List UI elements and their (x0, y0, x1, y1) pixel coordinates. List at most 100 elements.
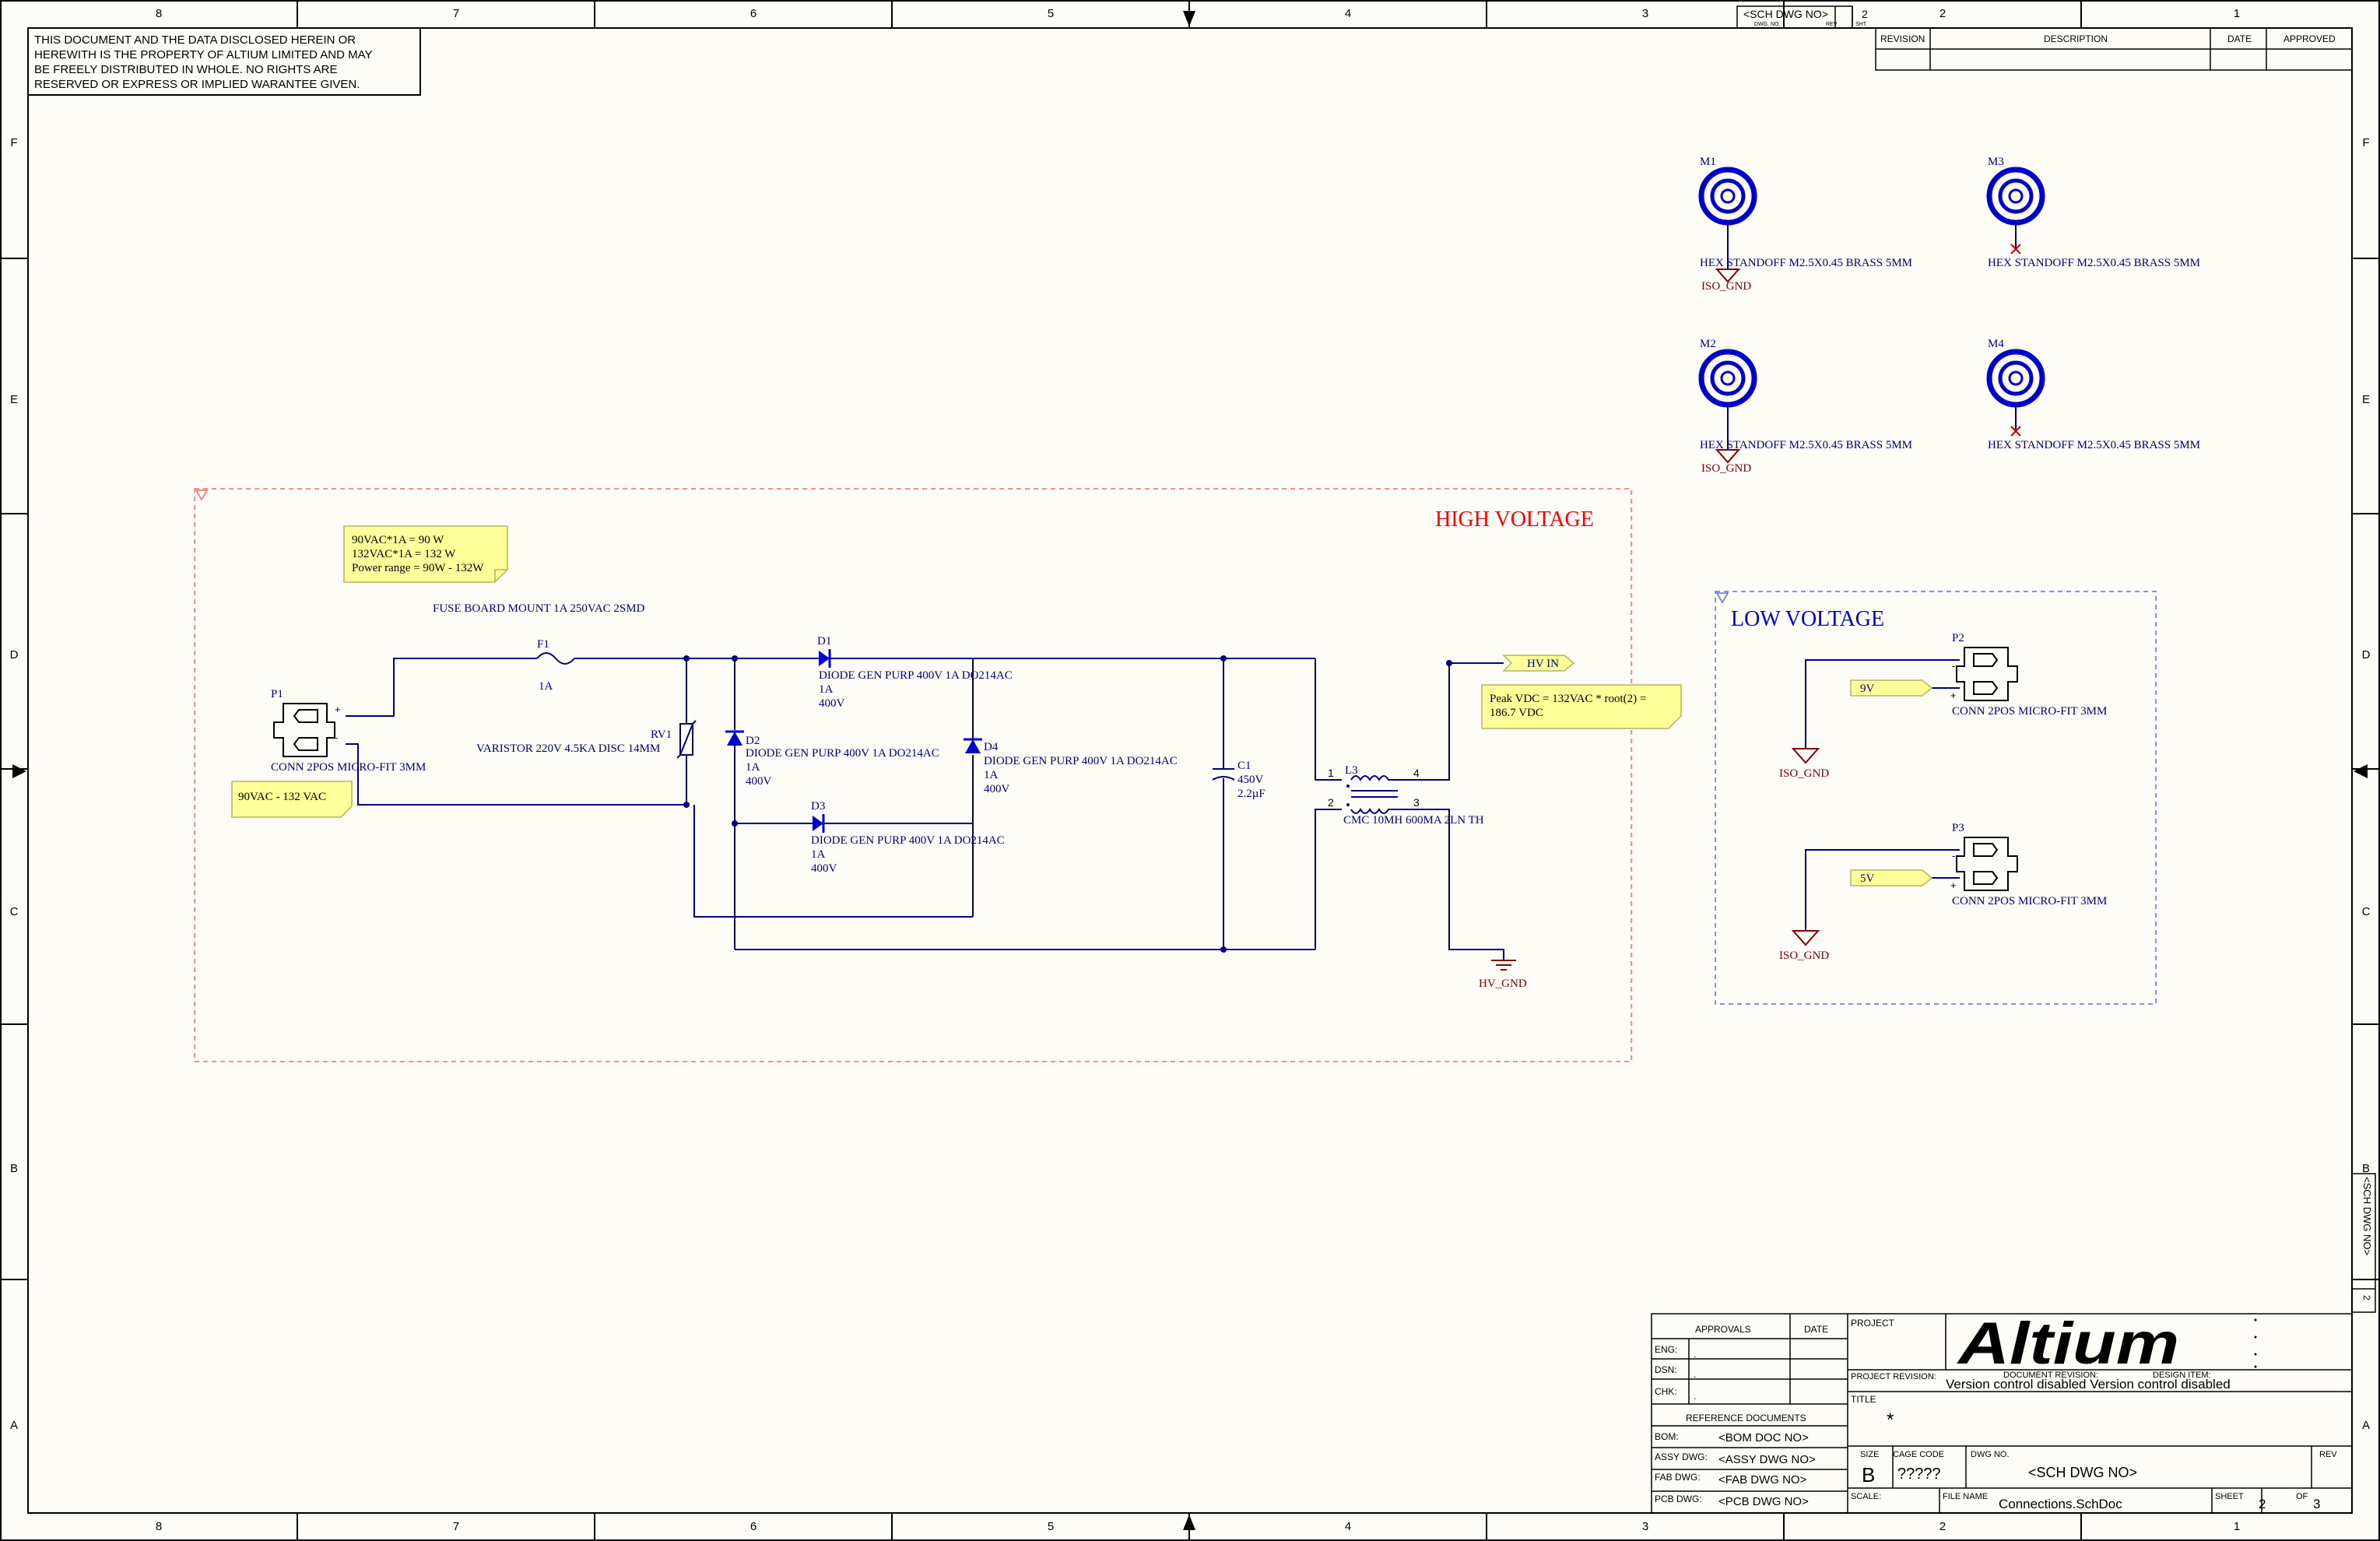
col-label: 7 (453, 1520, 459, 1533)
lv-wires (1805, 659, 1960, 931)
part-ref: D4 (984, 741, 999, 753)
row-label: F (10, 136, 17, 149)
top-rev-label: REV (1826, 22, 1838, 27)
port-5v[interactable]: 5V (1850, 869, 1933, 886)
standoff-m1[interactable]: M1 HEX STANDOFF M2.5X0.45 BRASS 5MM ISO_… (1698, 156, 1912, 293)
ref-docs-label: REFERENCE DOCUMENTS (1686, 1413, 1806, 1423)
part-desc: CONN 2POS MICRO-FIT 3MM (1952, 895, 2107, 907)
side-dwg-block (2351, 1173, 2376, 1313)
standoff-m2[interactable]: M2 HEX STANDOFF M2.5X0.45 BRASS 5MM ISO_… (1698, 338, 1912, 475)
row-label: A (10, 1419, 18, 1432)
pin-sign: - (1952, 660, 1955, 672)
part-ref: D2 (746, 735, 760, 747)
assy-label: ASSY DWG: (1655, 1451, 1708, 1462)
part-rating: 1A (819, 683, 834, 696)
diode-d1[interactable]: D1 DIODE GEN PURP 400V 1A DO214AC 1A 400… (817, 635, 1013, 710)
dwg-no-label: DWG NO. (1971, 1450, 2010, 1459)
part-ref: C1 (1237, 760, 1251, 772)
low-voltage-region: LOW VOLTAGE (1715, 591, 2157, 1005)
col-label: 5 (1048, 7, 1054, 20)
part-desc: DIODE GEN PURP 400V 1A DO214AC (819, 669, 1013, 682)
col-label: 2 (1939, 1520, 1946, 1533)
part-value: 2.2µF (1237, 788, 1265, 800)
approvals-date-label: DATE (1804, 1324, 1828, 1335)
diode-d3[interactable]: D3 DIODE GEN PURP 400V 1A DO214AC 1A 400… (811, 800, 1005, 875)
col-label: 5 (1048, 1520, 1054, 1533)
part-rating: 400V (811, 862, 837, 875)
col-label: 6 (750, 7, 756, 20)
diode-d4[interactable]: D4 DIODE GEN PURP 400V 1A DO214AC 1A 400… (964, 738, 1178, 795)
scale-label: SCALE: (1851, 1492, 1881, 1501)
part-rating: 1A (811, 848, 826, 861)
connector-p1[interactable]: P1 + - CONN 2POS MICRO-FIT 3MM (271, 688, 426, 774)
part-desc: VARISTOR 220V 4.5KA DISC 14MM (476, 742, 660, 755)
center-arrows (12, 11, 2368, 1530)
high-voltage-region: HIGH VOLTAGE (194, 488, 1632, 1062)
iso-gnd-p2: ISO_GND (1779, 748, 1829, 780)
part-desc: DIODE GEN PURP 400V 1A DO214AC (984, 755, 1178, 767)
rev-col-approved: APPROVED (2283, 33, 2336, 44)
capacitor-c1[interactable]: C1 450V 2.2µF (1212, 760, 1265, 800)
iso-gnd-p3: ISO_GND (1779, 930, 1829, 962)
bom-label: BOM: (1655, 1431, 1679, 1442)
project-rev-label: PROJECT REVISION: (1851, 1372, 1936, 1381)
row-label: B (2362, 1162, 2370, 1175)
col-label: 3 (1642, 1520, 1648, 1533)
top-dwg-no: <SCH DWG NO> (1743, 8, 1828, 20)
of-label: OF (2296, 1492, 2308, 1501)
top-dwg-block (1736, 5, 1853, 29)
note-line: Power range = 90W - 132W (352, 562, 484, 574)
disclaimer-box: THIS DOCUMENT AND THE DATA DISCLOSED HER… (27, 27, 421, 96)
fuse-f1[interactable]: FUSE BOARD MOUNT 1A 250VAC 2SMD F1 1A (433, 602, 645, 693)
varistor-rv1[interactable]: RV1 VARISTOR 220V 4.5KA DISC 14MM (476, 720, 697, 759)
part-value: 1A (539, 680, 553, 693)
hv-gnd-label: HV_GND (1479, 978, 1527, 990)
title-label: TITLE (1851, 1394, 1876, 1405)
doc-rev-label: DOCUMENT REVISION: (2003, 1371, 2098, 1380)
dsn-label: DSN: (1655, 1364, 1677, 1375)
sheet-label: SHEET (2215, 1492, 2244, 1501)
standoff-m4[interactable]: M4 HEX STANDOFF M2.5X0.45 BRASS 5MM (1986, 338, 2200, 451)
standoff-ref: M1 (1700, 156, 1716, 168)
part-ref: D1 (817, 635, 831, 648)
eng-label: ENG: (1655, 1344, 1677, 1355)
note-peak-vdc: Peak VDC = 132VAC * root(2) = 186.7 VDC (1481, 684, 1682, 729)
port-hv-in[interactable]: HV IN (1502, 655, 1575, 672)
note-line: 90VAC - 132 VAC (238, 791, 326, 803)
row-label: C (10, 905, 19, 918)
note-line: 186.7 VDC (1490, 707, 1543, 719)
iso-gnd-label: ISO_GND (1779, 767, 1829, 780)
part-ref: D3 (811, 800, 825, 813)
hv-wires (346, 658, 1504, 960)
choke-l3[interactable]: L3 1 2 3 4 CMC 10MH 600MA 2LN TH (1328, 764, 1484, 827)
fab-value: <FAB DWG NO> (1718, 1473, 1807, 1487)
top-sht-label: SHT. (1855, 22, 1867, 27)
project-dots (2254, 1318, 2257, 1368)
dsn-value: . (1694, 1369, 1696, 1380)
iso-gnd-label: ISO_GND (1701, 462, 1751, 475)
note-vac-range: 90VAC - 132 VAC (231, 781, 353, 818)
col-label: 1 (2234, 7, 2240, 20)
row-label: E (2362, 393, 2370, 406)
pin-sign: + (1950, 879, 1957, 891)
iso-gnd-label: ISO_GND (1779, 950, 1829, 962)
disclaimer-line: HEREWITH IS THE PROPERTY OF ALTIUM LIMIT… (34, 48, 373, 61)
pin-sign: - (1952, 850, 1955, 862)
connector-p3[interactable]: P3 - + CONN 2POS MICRO-FIT 3MM (1950, 822, 2107, 907)
rev-label: REV (2319, 1450, 2337, 1459)
standoff-m3[interactable]: M3 HEX STANDOFF M2.5X0.45 BRASS 5MM (1986, 156, 2200, 269)
part-desc: FUSE BOARD MOUNT 1A 250VAC 2SMD (433, 602, 645, 615)
part-rating: 400V (984, 783, 1010, 795)
standoff-desc: HEX STANDOFF M2.5X0.45 BRASS 5MM (1700, 439, 1912, 451)
port-9v[interactable]: 9V (1850, 679, 1933, 697)
design-item-label: DESIGN ITEM: (2153, 1371, 2211, 1380)
connector-p2[interactable]: P2 - + CONN 2POS MICRO-FIT 3MM (1950, 632, 2107, 718)
standoff-ref: M4 (1988, 338, 2004, 350)
sheet-value: 2 (2259, 1497, 2266, 1511)
diode-d2[interactable]: D2 DIODE GEN PURP 400V 1A DO214AC 1A 400… (725, 730, 939, 788)
iso-gnd-label: ISO_GND (1701, 280, 1751, 293)
col-label: 6 (750, 1520, 756, 1533)
file-name-value: Connections.SchDoc (1999, 1497, 2122, 1511)
disclaimer-line: THIS DOCUMENT AND THE DATA DISCLOSED HER… (34, 33, 356, 47)
